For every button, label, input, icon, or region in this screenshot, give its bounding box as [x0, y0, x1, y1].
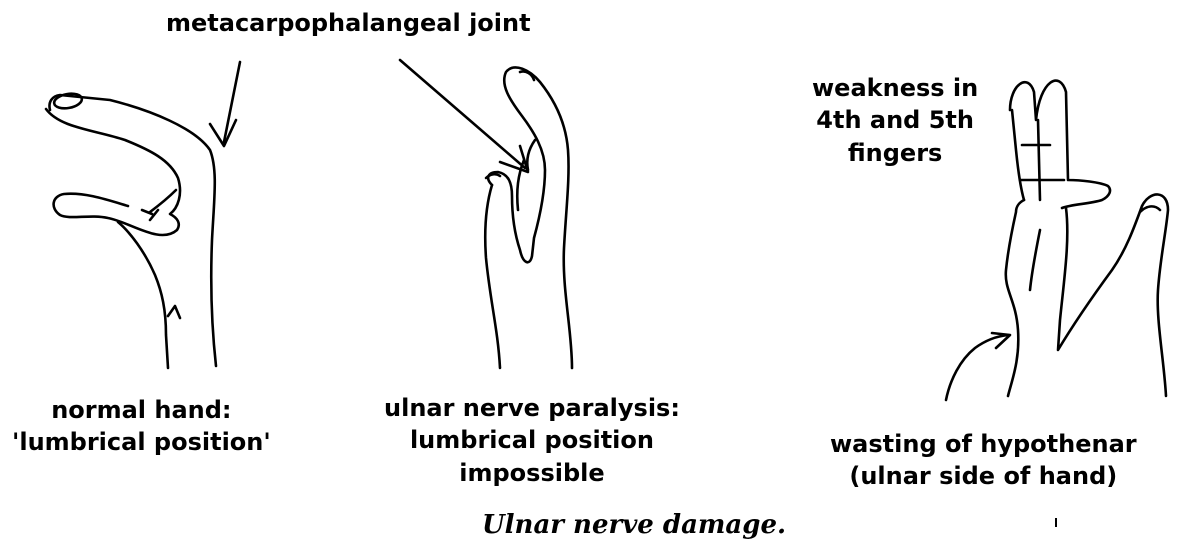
ulnar-paralysis-label: ulnar nerve paralysis: lumbrical positio…	[384, 392, 680, 489]
weakness-line-3: fingers	[812, 137, 978, 169]
hypothenar-wasting-label: wasting of hypothenar (ulnar side of han…	[830, 428, 1137, 493]
ulnar-paralysis-line-1: ulnar nerve paralysis:	[384, 392, 680, 424]
ulnar-paralysis-hand-drawing	[485, 67, 572, 368]
weakness-line-2: 4th and 5th	[812, 104, 978, 136]
ulnar-paralysis-line-3: impossible	[384, 457, 680, 489]
hypothenar-wasting-hand-drawing	[946, 81, 1168, 400]
ulnar-paralysis-line-2: lumbrical position	[384, 424, 680, 456]
weakness-line-1: weakness in	[812, 72, 978, 104]
joint-label: metacarpophalangeal joint	[166, 8, 531, 38]
normal-hand-line-1: normal hand:	[12, 394, 271, 426]
normal-hand-line-2: 'lumbrical position'	[12, 426, 271, 458]
hypothenar-wasting-line-2: (ulnar side of hand)	[830, 460, 1137, 492]
normal-hand-label: normal hand: 'lumbrical position'	[12, 394, 271, 459]
normal-hand-drawing	[46, 92, 216, 368]
figure-caption: Ulnar nerve damage.	[482, 510, 786, 540]
scan-speck	[1055, 518, 1057, 527]
hypothenar-wasting-line-1: wasting of hypothenar	[830, 428, 1137, 460]
joint-pointer-arrows	[210, 60, 528, 172]
weakness-label: weakness in 4th and 5th fingers	[812, 72, 978, 169]
